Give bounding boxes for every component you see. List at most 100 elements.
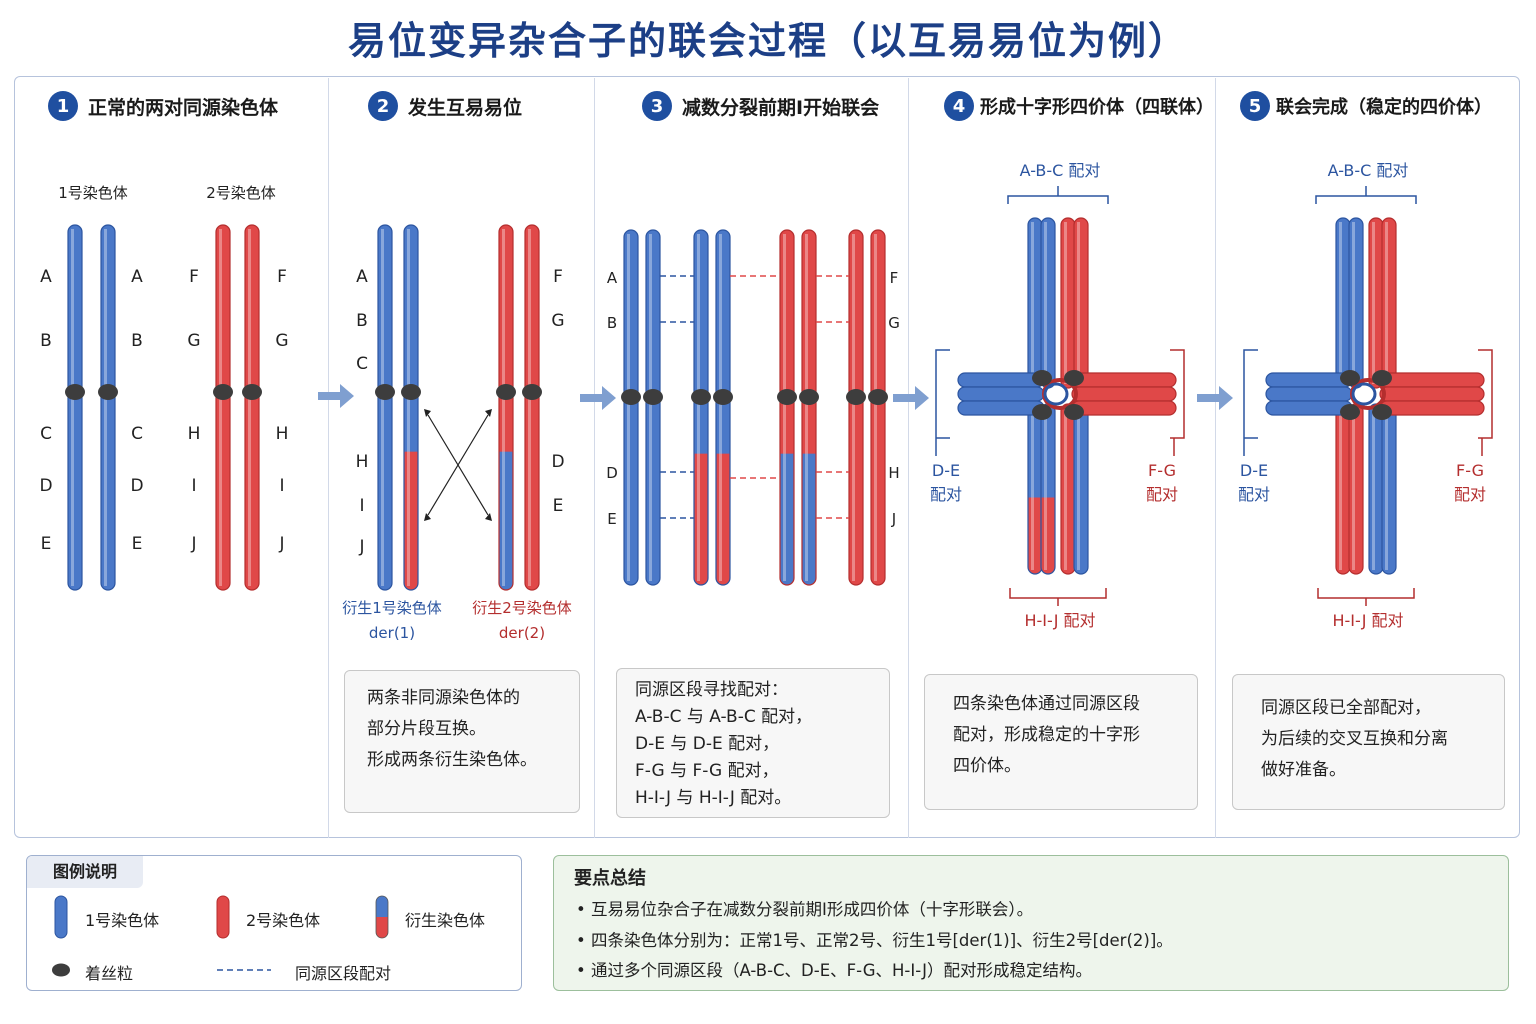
page-title: 易位变异杂合子的联会过程（以互易易位为例） (347, 19, 1188, 63)
step-number-badge: 2 (368, 91, 398, 121)
chromosome-highlight (1031, 408, 1034, 570)
note-line: 为后续的交叉互换和分离 (1261, 729, 1448, 749)
gene-label: I (191, 476, 196, 496)
centromere (621, 389, 641, 405)
chromosome-2-swatch (216, 895, 230, 939)
summary-item: • 互易易位杂合子在减数分裂前期I形成四价体（十字形联会）。 (576, 900, 1034, 919)
panel-divider (1215, 78, 1216, 838)
chromosome-segment (378, 225, 392, 590)
chromosome-highlight (1352, 222, 1355, 384)
derived-1-label: 衍生1号染色体 (342, 599, 442, 617)
centromere (868, 389, 888, 405)
panel-2-note: 两条非同源染色体的 部分片段互换。 形成两条衍生染色体。 (344, 670, 580, 813)
chromosome-segment (1369, 218, 1383, 388)
note-line: 两条非同源染色体的 (367, 688, 520, 708)
chromosome-highlight (1352, 408, 1355, 570)
legend-title: 图例说明 (27, 856, 143, 888)
upper-arm-red (1061, 218, 1075, 388)
chromosome-1-label: 1号染色体 (58, 184, 128, 202)
gene-label: A (40, 267, 52, 287)
summary-box: 要点总结 • 互易易位杂合子在减数分裂前期I形成四价体（十字形联会）。 • 四条… (553, 855, 1509, 991)
left-pairing-label: D-E (1240, 461, 1268, 480)
lower-arm-blue (1074, 404, 1088, 574)
derived-chromosome-1 (404, 225, 418, 590)
chromosome-outline (403, 224, 419, 591)
derived-2-code: der(2) (499, 624, 545, 642)
left-arm-blue (957, 386, 1045, 402)
chromosome-segment (1028, 404, 1042, 498)
legend-chromosome-1: 1号染色体 (85, 911, 160, 930)
chromosome-highlight (1339, 408, 1342, 570)
gene-label: H (188, 424, 201, 444)
chromosome-outline (100, 224, 116, 591)
chromosome-highlight (381, 229, 384, 586)
chromosome-2 (849, 230, 863, 585)
gene-label: B (607, 314, 617, 332)
bracket (1009, 588, 1107, 606)
chromosome-segment (1074, 218, 1088, 388)
left-arm-blue (957, 372, 1045, 388)
chromosome-highlight (805, 234, 808, 581)
centromere (713, 389, 733, 405)
chromosome-segment (802, 230, 816, 455)
chromosome-segment (1028, 497, 1042, 574)
right-arm-red (1379, 386, 1485, 402)
chromosome-highlight (71, 229, 74, 586)
bottom-pairing-label: H-I-J 配对 (1333, 611, 1404, 630)
chromosome-highlight (219, 229, 222, 586)
exchange-cross-icon (427, 414, 489, 516)
note-line: 形成两条衍生染色体。 (367, 750, 537, 770)
centromere (799, 389, 819, 405)
gene-label: I (279, 476, 284, 496)
panel-4-heading: 4 形成十字形四价体（四联体） (944, 88, 1214, 124)
chromosome-segment (1061, 404, 1075, 574)
chromosome-highlight (1385, 222, 1388, 384)
bracket (1243, 349, 1258, 456)
note-line: 配对，形成稳定的十字形 (953, 725, 1140, 745)
panel-4-note: 四条染色体通过同源区段 配对，形成稳定的十字形 四价体。 (924, 674, 1198, 810)
chromosome-segment (1074, 404, 1088, 574)
panels-frame (14, 76, 1520, 838)
gene-label: H (888, 464, 899, 482)
panel-title: 减数分裂前期I开始联会 (682, 96, 880, 119)
chromosome-segment (1349, 404, 1363, 574)
chromosome-segment (1336, 404, 1350, 574)
chromosome-segment (1041, 497, 1055, 574)
panel-3-heading: 3 减数分裂前期I开始联会 (642, 88, 879, 124)
lower-arm-red (1061, 404, 1075, 574)
panel-2-heading: 2 发生互易易位 (368, 88, 522, 124)
derived-chromosome-2 (802, 230, 816, 585)
chromosome-segment (1369, 404, 1383, 574)
gene-label: J (891, 510, 896, 528)
chromosome-1 (101, 225, 115, 590)
summary-item: • 四条染色体分别为：正常1号、正常2号、衍生1号[der(1)]、衍生2号[d… (576, 931, 1173, 950)
bracket (1478, 349, 1493, 456)
chromosome-highlight (1031, 222, 1034, 384)
panel-divider (594, 78, 595, 838)
chromosome-highlight (528, 229, 531, 586)
chromosome-highlight (1044, 408, 1047, 570)
derived-chromosome-1 (716, 230, 730, 585)
right-arm-red (1071, 372, 1177, 388)
gene-label: B (356, 311, 368, 331)
centromere (375, 384, 395, 400)
chromosome-2 (216, 225, 230, 590)
step-number-badge: 4 (944, 91, 974, 121)
gene-label: I (359, 496, 364, 516)
gene-label: H (356, 452, 369, 472)
right-pairing-label: F-G (1456, 461, 1484, 480)
summary-title: 要点总结 (574, 868, 646, 889)
chromosome-segment (101, 225, 115, 590)
derived-1-code: der(1) (369, 624, 415, 642)
gene-label: F (189, 267, 199, 287)
centromere (1340, 370, 1360, 386)
step-number-badge: 1 (48, 91, 78, 121)
top-pairing-label: A-B-C 配对 (1020, 161, 1101, 180)
chromosome-segment (245, 225, 259, 590)
chromosome-segment (216, 225, 230, 590)
chromosome-outline (645, 229, 661, 586)
chromosome-highlight (1064, 408, 1067, 570)
lower-arm-mixed (1041, 404, 1055, 574)
lower-arm-blue (1369, 404, 1383, 574)
left-pairing-label: 配对 (1238, 485, 1270, 504)
